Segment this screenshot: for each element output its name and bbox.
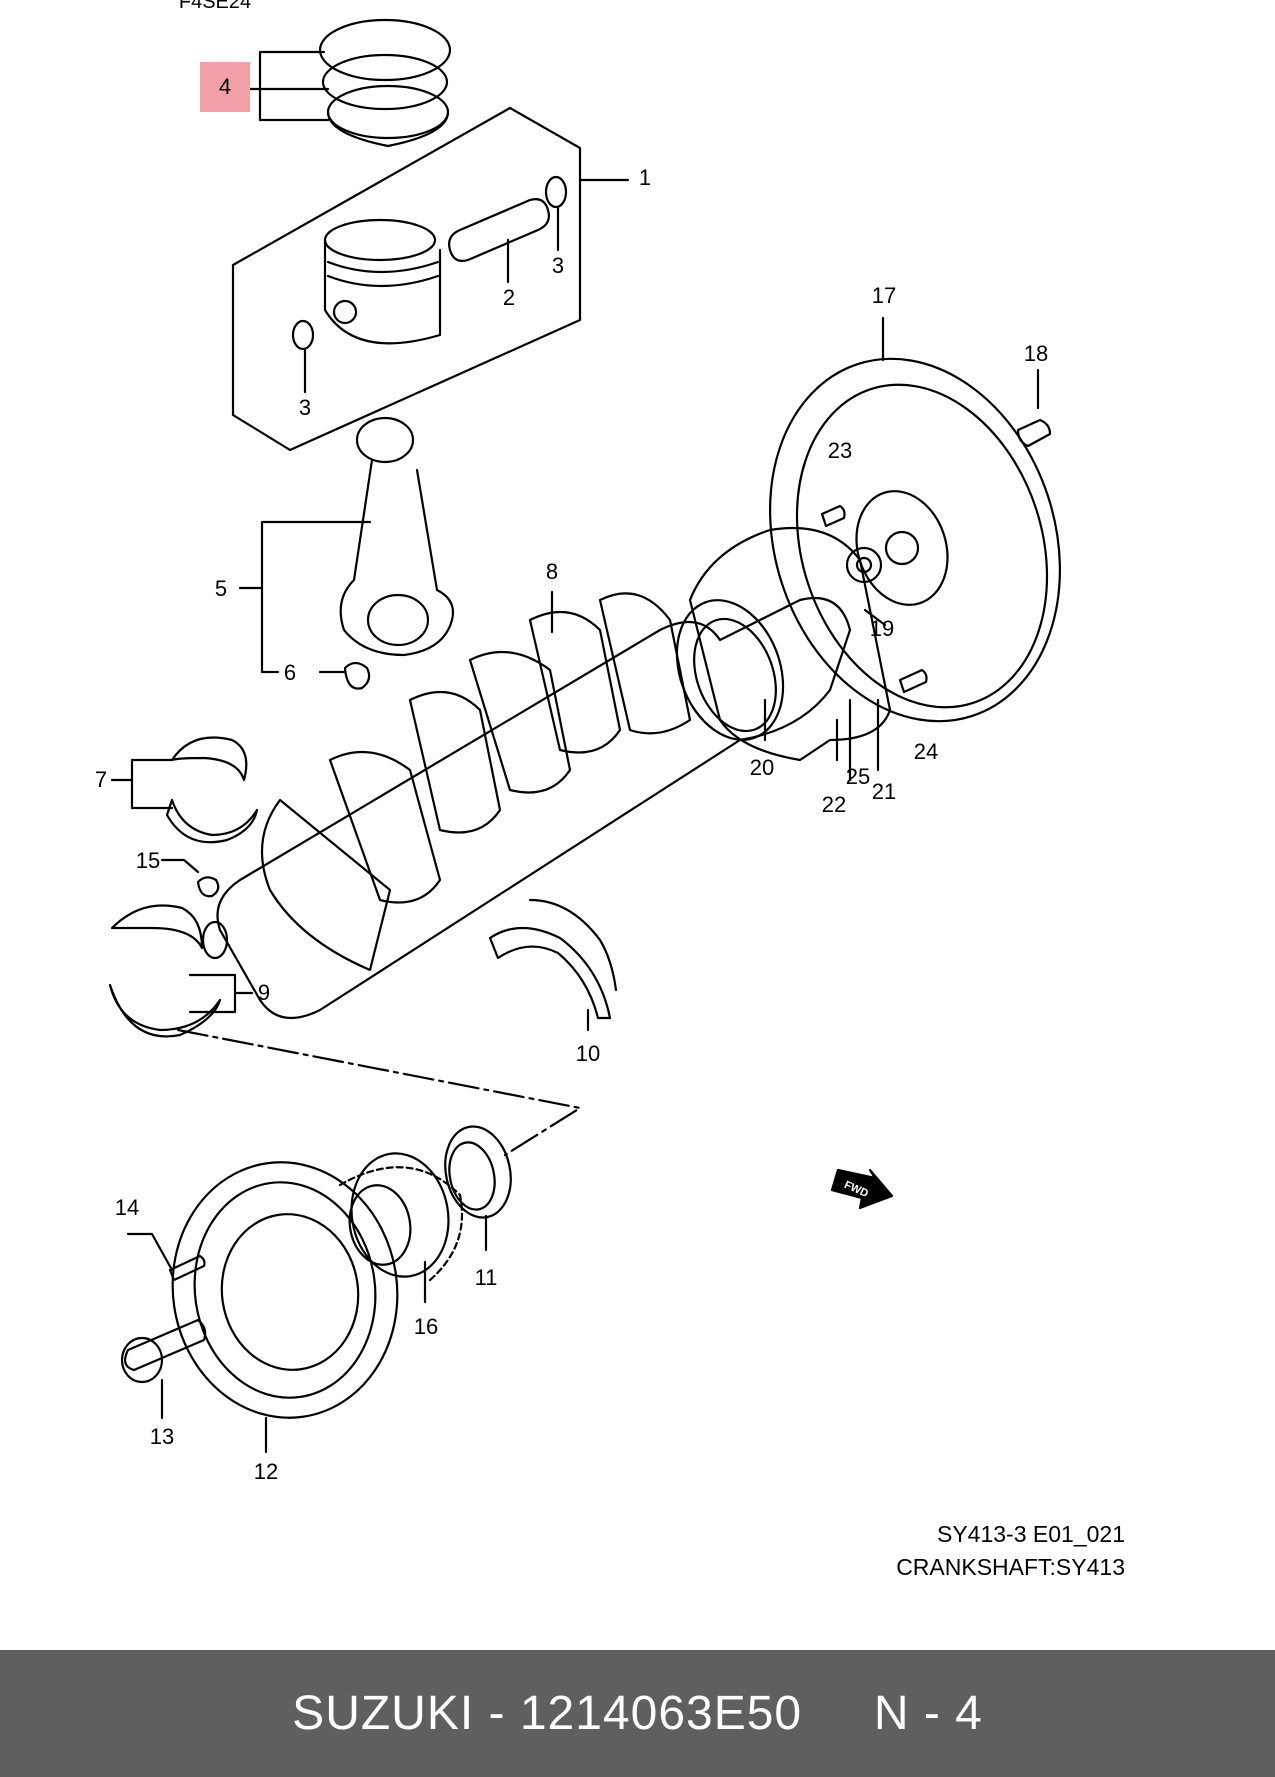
callout-3b[interactable]: 3 bbox=[298, 395, 312, 420]
callout-14[interactable]: 14 bbox=[114, 1195, 140, 1220]
piston bbox=[323, 218, 442, 345]
diagram-title: CRANKSHAFT:SY413 bbox=[896, 1554, 1125, 1580]
callout-4-highlighted[interactable]: 4 bbox=[200, 62, 250, 112]
bracket-4 bbox=[248, 50, 330, 122]
fwd-arrow-icon bbox=[830, 1168, 894, 1210]
callout-16[interactable]: 16 bbox=[413, 1314, 439, 1339]
crank-pulley bbox=[171, 1161, 399, 1454]
callout-11[interactable]: 11 bbox=[474, 1265, 498, 1290]
callout-2[interactable]: 2 bbox=[502, 285, 516, 310]
callout-22[interactable]: 22 bbox=[821, 792, 847, 817]
brand-name: SUZUKI bbox=[292, 1687, 475, 1740]
diagram-drawing bbox=[108, 18, 1062, 1454]
connecting-rod bbox=[238, 416, 455, 674]
exploded-parts-diagram: F4SE24 4 1 2 3 3 5 6 7 8 9 10 11 12 13 1… bbox=[94, 0, 1125, 1580]
spacer bbox=[802, 1686, 874, 1741]
crank-sprocket bbox=[338, 1152, 464, 1304]
callout-7[interactable]: 7 bbox=[94, 767, 108, 792]
piston-assembly-box bbox=[231, 106, 630, 452]
product-footer: SUZUKI - 1214063E50 N - 4 bbox=[0, 1650, 1275, 1777]
callout-21[interactable]: 21 bbox=[871, 779, 897, 804]
rear-seal-housing bbox=[675, 526, 892, 762]
rod-bearings bbox=[110, 736, 259, 844]
separator: - bbox=[474, 1687, 520, 1740]
callout-8[interactable]: 8 bbox=[545, 559, 559, 584]
callout-24[interactable]: 24 bbox=[913, 739, 939, 764]
callout-17[interactable]: 17 bbox=[871, 283, 897, 308]
piston-rings bbox=[318, 18, 452, 148]
callout-12[interactable]: 12 bbox=[253, 1459, 279, 1484]
thrust-washer bbox=[488, 898, 618, 1032]
callout-1[interactable]: 1 bbox=[638, 165, 652, 190]
diagram-reference: N - 4 bbox=[873, 1687, 983, 1740]
callout-3a[interactable]: 3 bbox=[551, 253, 565, 278]
callout-18[interactable]: 18 bbox=[1023, 341, 1049, 366]
piston-pin bbox=[448, 198, 550, 284]
callout-20[interactable]: 20 bbox=[749, 755, 775, 780]
callout-5[interactable]: 5 bbox=[214, 576, 228, 601]
callout-25[interactable]: 25 bbox=[845, 764, 871, 789]
callout-6[interactable]: 6 bbox=[283, 660, 297, 685]
callout-23[interactable]: 23 bbox=[827, 438, 853, 463]
header-fragment: F4SE24 bbox=[178, 0, 252, 13]
callout-13[interactable]: 13 bbox=[149, 1424, 175, 1449]
oil-seal bbox=[444, 1125, 512, 1252]
part-number: 1214063E50 bbox=[519, 1687, 803, 1740]
callout-15[interactable]: 15 bbox=[135, 848, 161, 873]
main-bearings bbox=[108, 904, 254, 1038]
callout-19[interactable]: 19 bbox=[869, 616, 895, 641]
diagram-code: SY413-3 E01_021 bbox=[937, 1521, 1125, 1547]
crankshaft bbox=[201, 590, 852, 1020]
callout-10[interactable]: 10 bbox=[575, 1041, 601, 1066]
callout-9[interactable]: 9 bbox=[257, 980, 271, 1005]
